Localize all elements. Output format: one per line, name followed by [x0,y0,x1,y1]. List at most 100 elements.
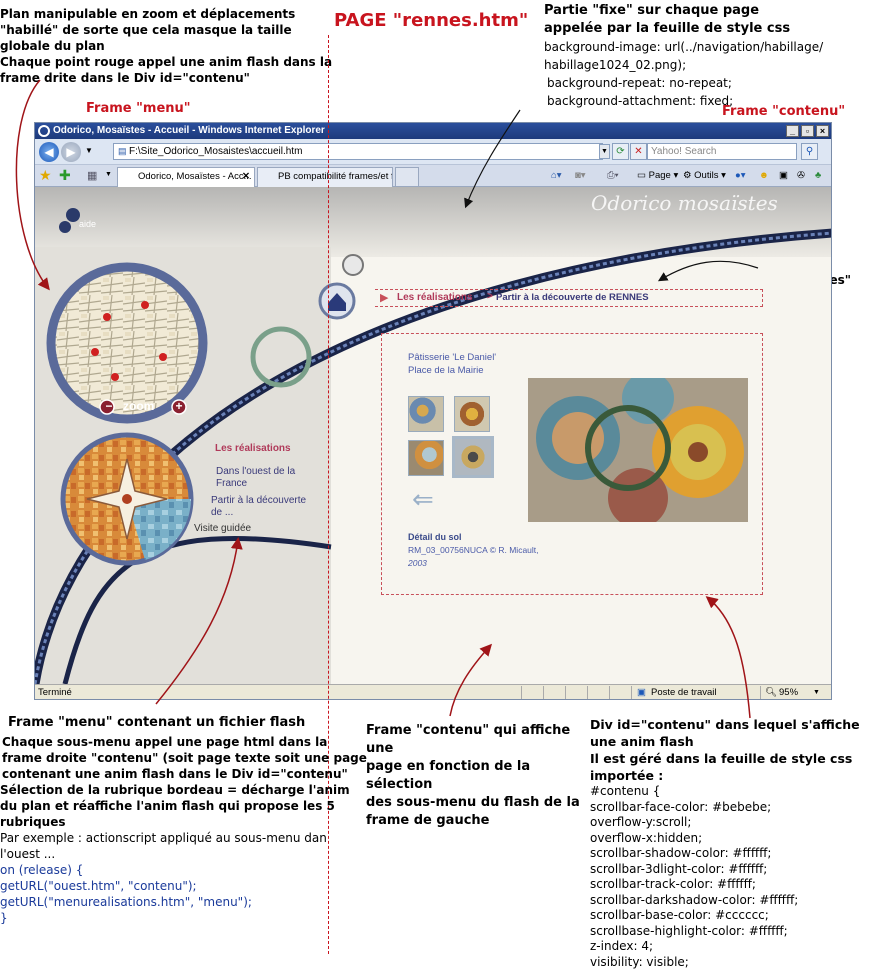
css-line: visibility: visible; [590,955,882,970]
back-arrow-icon[interactable]: ⇐ [412,486,434,512]
annotation-fixed-part: Partie "fixe" sur chaque page appelée pa… [544,2,882,110]
maximize-button[interactable]: ▫ [801,125,814,137]
rubriques-bar: ▶ Les réalisations > Partir à la découve… [375,289,763,307]
status-separator [760,686,761,700]
stop-icon[interactable]: ✕ [630,143,647,160]
security-zone: Poste de travail [651,685,716,700]
breadcrumb-arrow-icon: ▶ [380,291,388,304]
menu-item-ouest[interactable]: Dans l'ouest de la France [216,466,300,490]
zoom-out-icon[interactable]: − [102,399,116,413]
css-line: scrollbar-base-color: #cccccc; [590,908,882,924]
annotation-frame-contenu: Frame "contenu" qui affiche une page en … [366,722,586,830]
tools-menu[interactable]: ⚙ Outils ▾ [683,169,726,183]
annotation-line: appelée par la feuille de style css [544,20,882,38]
annotation-line: globale du plan [0,38,340,54]
breadcrumb-section[interactable]: Les réalisations [397,292,473,303]
zoom-dropdown-icon[interactable]: ▼ [813,685,820,700]
css-line: scrollbar-shadow-color: #ffffff; [590,846,882,862]
new-tab-button[interactable] [395,167,419,187]
research-icon[interactable]: ✇ [797,169,805,183]
thumbnail-3[interactable] [408,440,444,476]
place-name: Pâtisserie 'Le Daniel' [408,352,496,363]
address-toolbar: ◀ ▶ ▼ ▤ F:\Site_Odorico_Mosaistes\accuei… [35,139,831,165]
tab-list-icon[interactable]: ▦ [87,169,97,182]
minimize-button[interactable]: _ [786,125,799,137]
css-line: scrollbar-3dlight-color: #ffffff; [590,862,882,878]
back-icon[interactable]: ◀ [39,142,59,162]
code-line: getURL("menurealisations.htm", "menu"); [0,894,368,910]
tab-close-icon[interactable]: ✕ [242,168,250,186]
annotation-line: contenant une anim flash dans le Div id=… [2,766,368,782]
computer-zone-icon: ▣ [637,685,646,700]
visite-guidee-link[interactable]: Visite guidée [194,523,251,535]
aide-link[interactable]: aide [79,219,96,229]
page-menu[interactable]: ▭ Page ▾ [637,169,678,183]
zoom-level-icon[interactable]: 🔍︎ [765,685,777,700]
tab-odorico[interactable]: Odorico, Mosaïstes - Acc... ✕ [117,167,255,187]
code-line: on (release) { [0,862,368,878]
tab-list-dropdown-icon[interactable]: ▼ [105,171,112,178]
print-icon[interactable]: ⎙▾ [607,169,619,183]
css-line: overflow-y:scroll; [590,815,882,831]
frame-contenu-label: Frame "contenu" [722,104,845,119]
status-separator [609,686,610,700]
refresh-icon[interactable]: ⟳ [612,143,629,160]
feeds-icon[interactable]: ◙▾ [575,169,586,183]
home-icon[interactable]: ⌂▾ [551,169,562,183]
page-title: PAGE "rennes.htm" [334,10,528,31]
annotation-line: frame droite "contenu" (soit page texte … [2,750,368,766]
menu-title[interactable]: Les réalisations [215,443,291,454]
css-line: scrollbase-highlight-color: #ffffff; [590,924,882,940]
history-dropdown-icon[interactable]: ▼ [85,146,93,155]
code-line: getURL("ouest.htm", "contenu"); [0,878,368,894]
zoom-level[interactable]: 95% [779,685,798,700]
place-address: Place de la Mairie [408,365,484,376]
annotation-line: Frame "contenu" qui affiche une [366,722,586,758]
favorites-star-icon[interactable]: ★ [39,167,52,184]
zoom-label: zoom [123,399,154,413]
mosaic-photo [528,378,748,522]
breadcrumb-current: Partir à la découverte de RENNES [496,292,649,303]
annotation-div-contenu: Div id="contenu" dans lequel s'affiche u… [590,716,882,970]
thumbnail-2[interactable] [454,396,490,432]
tab-label: Odorico, Mosaïstes - Acc... [138,171,252,182]
annotation-line: une anim flash [590,733,882,750]
add-favorites-icon[interactable]: ✚ [59,167,71,184]
annotation-frame-menu: Frame "menu" contenant un fichier flash … [8,714,368,926]
code-line: } [0,910,368,926]
menu-item-decouverte[interactable]: Partir à la découverte de ... [211,495,311,519]
status-separator [543,686,544,700]
close-button[interactable]: × [816,125,829,137]
print-page-icon[interactable] [344,255,364,275]
title-bar: Odorico, Mosaïstes - Accueil - Windows I… [35,123,831,139]
forward-icon[interactable]: ▶ [61,142,81,162]
search-input[interactable]: Yahoo! Search [647,143,797,160]
css-line: scrollbar-track-color: #ffffff; [590,877,882,893]
tab-pb-compatibilite[interactable]: PB compatibilité frames/et fl... [257,167,393,187]
annotation-line: Sélection de la rubrique bordeau = décha… [0,782,368,798]
annotation-plan: Plan manipulable en zoom et déplacements… [0,6,340,86]
smiley-icon[interactable]: ☻ [759,169,769,183]
css-line: scrollbar-face-color: #bebebe; [590,800,882,816]
zoom-in-icon[interactable]: + [172,399,186,413]
contenu-div: Pâtisserie 'Le Daniel' Place de la Mairi… [381,333,763,595]
css-line: overflow-x:hidden; [590,831,882,847]
thumbnail-1[interactable] [408,396,444,432]
annotation-line: du plan et réaffiche l'anim flash qui pr… [0,798,368,830]
annotation-line: Par exemple : actionscript appliqué au s… [0,830,368,862]
status-separator [565,686,566,700]
search-icon[interactable]: ⚲ [801,143,818,160]
messenger-icon[interactable]: ♣ [815,169,821,183]
thumbnail-4-selected[interactable] [452,436,494,478]
home-button-icon[interactable] [321,284,355,318]
extension-icon[interactable]: ▣ [779,169,788,183]
annotation-line: Il est géré dans la feuille de style css… [590,750,882,784]
css-line: #contenu { [590,784,882,800]
breadcrumb-separator: > [487,291,493,302]
address-dropdown-icon[interactable]: ▼ [599,144,610,159]
annotation-line: page en fonction de la sélection [366,758,586,794]
status-separator [631,686,632,700]
help-icon[interactable]: ●▾ [735,169,746,183]
window-title: Odorico, Mosaïstes - Accueil - Windows I… [53,125,325,136]
address-input[interactable]: ▤ F:\Site_Odorico_Mosaistes\accueil.htm [113,143,603,160]
